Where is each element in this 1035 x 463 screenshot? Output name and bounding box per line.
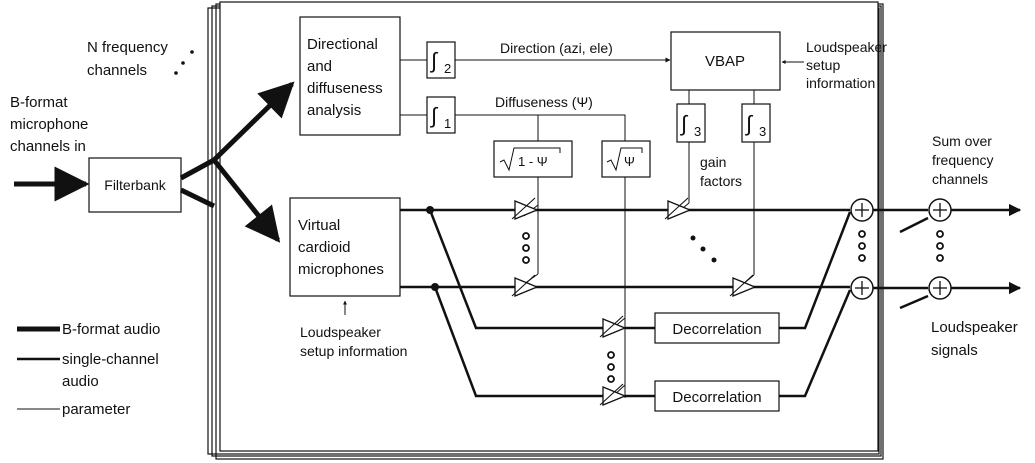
decorrelation-1-box xyxy=(654,312,780,344)
sqrt-sign-2 xyxy=(606,147,643,172)
sum-node-2 xyxy=(850,276,874,300)
legend-single-channel-label: single-channel audio xyxy=(62,351,163,390)
junction-1 xyxy=(426,206,434,214)
ellipsis-dots xyxy=(522,230,944,383)
integrator-1-index: 1 xyxy=(444,116,451,131)
sum-over-label: Sum over frequency channels xyxy=(932,133,997,187)
freq-sum-node-2 xyxy=(928,276,952,300)
loudspeaker-setup-top-label: Loudspeaker setup information xyxy=(806,39,891,91)
sum-node-1 xyxy=(850,198,874,222)
virtual-cardioid-box xyxy=(289,197,401,297)
integrator-3b-box xyxy=(741,103,771,143)
bformat-input-label: B-format microphone channels in xyxy=(10,94,93,155)
integrator-3a-box xyxy=(676,103,706,143)
integrator-1-box xyxy=(426,96,456,134)
integrator-2-box xyxy=(426,41,456,79)
decorrelation-2-label: Decorrelation xyxy=(672,389,761,406)
freq-sum-node-1 xyxy=(928,198,952,222)
filterbank-label: Filterbank xyxy=(104,177,166,193)
integrator-3a-sign: ∫ xyxy=(679,111,689,136)
integrator-2-index: 2 xyxy=(444,61,451,76)
junction-2 xyxy=(431,283,439,291)
output-lines xyxy=(873,203,1022,310)
virtual-cardioid-label: Virtual cardioid microphones xyxy=(298,217,384,278)
sqrt-sign-1 xyxy=(499,147,561,172)
sqrt-psi-box xyxy=(601,140,651,178)
integrator-2-sign: ∫ xyxy=(429,48,439,73)
legend: B-format audio single-channel audio para… xyxy=(17,321,163,418)
sqrt-psi-label: Ψ xyxy=(624,154,635,169)
integrator-3b-sign: ∫ xyxy=(744,111,754,136)
sqrt-one-minus-psi-label: 1 - Ψ xyxy=(518,154,548,169)
frequency-dots xyxy=(174,50,194,75)
integrator-3b-index: 3 xyxy=(759,124,766,139)
vbap-box xyxy=(670,31,781,91)
diffuseness-label: Diffuseness (Ψ) xyxy=(495,94,593,110)
n-frequency-label: N frequency channels xyxy=(87,39,172,79)
integrator-3a-index: 3 xyxy=(694,124,701,139)
decorrelation-2-box xyxy=(654,380,780,412)
gain-factors-label: gain factors xyxy=(700,154,742,189)
directional-analysis-label: Directional and diffuseness analysis xyxy=(307,36,387,119)
directional-analysis-box xyxy=(299,16,401,136)
loudspeaker-signals-label: Loudspeaker signals xyxy=(931,319,1022,359)
decorrelation-1-label: Decorrelation xyxy=(672,321,761,338)
filterbank-box xyxy=(88,157,182,213)
legend-bformat-label: B-format audio xyxy=(62,321,160,338)
single-channel-audio-lines xyxy=(400,208,852,398)
sqrt-one-minus-psi-box xyxy=(493,140,573,178)
loudspeaker-setup-bottom-label: Loudspeaker setup information xyxy=(300,324,407,359)
direction-label: Direction (azi, ele) xyxy=(500,40,613,56)
diffuseness-line xyxy=(455,114,626,141)
integrator-1-sign: ∫ xyxy=(429,103,439,128)
bformat-fork xyxy=(179,81,295,243)
legend-parameter-label: parameter xyxy=(62,401,130,418)
vbap-label: VBAP xyxy=(705,53,745,70)
